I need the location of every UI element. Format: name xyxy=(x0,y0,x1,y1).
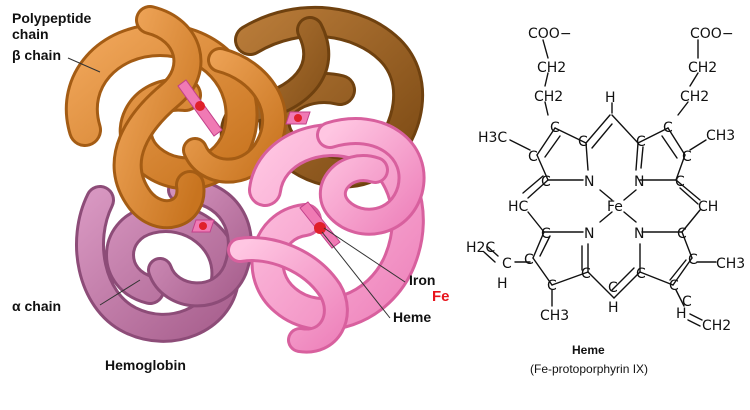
heme-label: Heme xyxy=(393,309,432,325)
heme-group xyxy=(299,201,341,249)
heme-group xyxy=(191,219,215,233)
alpha-subunit-back xyxy=(75,177,253,343)
carbon-atom: C xyxy=(608,280,618,296)
hemoglobin-caption: Hemoglobin xyxy=(105,357,186,373)
carbon-atom: C xyxy=(636,134,646,150)
beta-chain-label: β chain xyxy=(12,47,61,63)
carbon-atom: C xyxy=(669,278,679,294)
iron-atom: Fe xyxy=(607,199,623,215)
carboxylate-left: COO− xyxy=(528,26,572,42)
carbon-atom: C xyxy=(688,252,698,268)
carbon-atom: C xyxy=(636,266,646,282)
nitrogen-atom: N xyxy=(584,174,594,190)
carbon-atom: C xyxy=(663,120,673,136)
methyl-ring-a: H3C xyxy=(478,130,507,146)
beta-subunit-front xyxy=(64,5,288,230)
meso-hc-left: HC xyxy=(508,199,529,215)
nitrogen-atom: N xyxy=(584,226,594,242)
carbon-atom: C xyxy=(541,226,551,242)
fe-symbol-label: Fe xyxy=(432,288,450,305)
heme-structure-caption: Heme xyxy=(572,343,605,357)
meso-h-top: H xyxy=(605,90,616,106)
ch2-right-upper: CH2 xyxy=(688,60,717,76)
hemoglobin-illustration xyxy=(64,5,426,354)
carboxylate-right: COO− xyxy=(690,26,734,42)
methyl-ring-c: CH3 xyxy=(716,256,745,272)
methyl-ring-d: CH3 xyxy=(540,308,569,324)
carbon-atom: C xyxy=(682,149,692,165)
ch2-left-upper: CH2 xyxy=(537,60,566,76)
nitrogen-atom: N xyxy=(634,226,644,242)
carbon-atom: C xyxy=(578,134,588,150)
carbon-atom: C xyxy=(524,252,534,268)
meso-ch-right: CH xyxy=(698,199,718,215)
vinyl-ch2-right: CH2 xyxy=(702,318,731,334)
heme-structure-subcaption: (Fe-protoporphyrin IX) xyxy=(530,362,649,376)
carbon-atom: C xyxy=(550,120,560,136)
carbon-atom: C xyxy=(581,266,591,282)
methyl-ring-b: CH3 xyxy=(706,128,735,144)
ch2-right-lower: CH2 xyxy=(680,89,709,105)
alpha-chain-label: α chain xyxy=(12,298,62,314)
nitrogen-atom: N xyxy=(634,174,644,190)
heme-group xyxy=(177,79,223,137)
vinyl-h-left: H xyxy=(497,276,508,292)
carbon-atom: C xyxy=(547,278,557,294)
vinyl-h-right: H xyxy=(676,306,687,322)
carbon-atom: C xyxy=(502,256,512,272)
carbon-atom: C xyxy=(677,226,687,242)
carbon-atom: C xyxy=(682,294,692,310)
carbon-atom: C xyxy=(541,174,551,190)
carbon-atom: C xyxy=(528,149,538,165)
carbon-atom: C xyxy=(675,174,685,190)
meso-h-bottom: H xyxy=(608,300,619,316)
heme-structure xyxy=(483,39,717,327)
polypeptide-chain-label: Polypeptide chain xyxy=(12,10,92,42)
ch2-left-lower: CH2 xyxy=(534,89,563,105)
alpha-subunit-front xyxy=(227,117,426,354)
heme-group xyxy=(285,111,311,125)
iron-label: Iron xyxy=(409,272,436,288)
vinyl-h2c-left: H2C xyxy=(466,240,495,256)
heme-structure-labels: COO− COO− CH2 CH2 CH2 CH2 H H3C CH3 C C … xyxy=(466,26,745,334)
leader-lines xyxy=(67,57,406,319)
